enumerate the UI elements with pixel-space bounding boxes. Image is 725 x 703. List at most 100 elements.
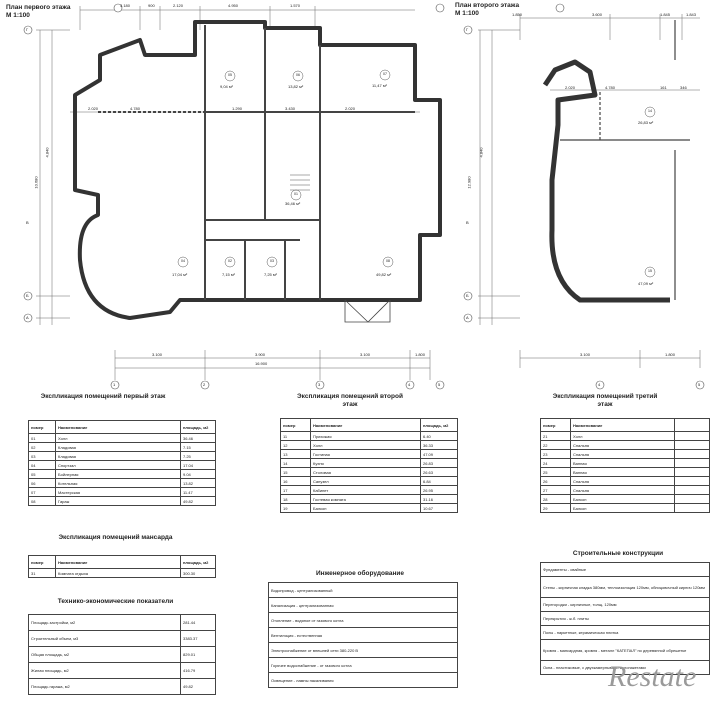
plan1-axis-3: 3 [318, 382, 321, 387]
cell: Отопление - водяное от газового котла [268, 612, 458, 628]
cell: Гостиная [310, 449, 421, 459]
cell: Полы - паркетные, керамическая плитка [540, 625, 710, 640]
room-06-area: 13,82 м² [288, 84, 304, 89]
cell: 22 [540, 440, 571, 450]
plan1-dim-top-2: 900 [148, 3, 155, 8]
cell: Кабинет [310, 485, 421, 495]
room-07-num: 07 [383, 72, 387, 76]
cell: 01 [28, 433, 56, 443]
cell: 31.16 [420, 494, 458, 504]
table-floor2-title: Экспликация помещений второй этаж [297, 393, 403, 408]
table-eng: Водопровод - централизованный Канализаци… [268, 582, 458, 688]
cell [674, 449, 710, 459]
cell: 18 [280, 494, 311, 504]
cell: 416.79 [180, 662, 216, 679]
plan1-dim-left-2: 10.680 [33, 176, 39, 189]
cell: Балкон [310, 503, 421, 513]
plan2-dim-top-2: 3.600 [592, 12, 603, 17]
cell: Котельная [55, 478, 181, 488]
cell: 23 [540, 449, 571, 459]
cell: 05 [28, 469, 56, 479]
room-04-area: 17,04 м² [172, 272, 188, 277]
cell: Электроснабжение от внешней сети 380-220… [268, 642, 458, 658]
plan2-dim-bottom-2: 1.800 [665, 352, 676, 357]
cell [674, 440, 710, 450]
plan2-axis-g: Г [466, 27, 469, 32]
cell [674, 431, 710, 441]
room-06-num: 06 [296, 73, 300, 77]
cell: 21 [540, 431, 571, 441]
cell: Ванная [570, 467, 675, 477]
cell: Общая площадь, м2 [28, 646, 181, 663]
cell: Балкон [570, 494, 675, 504]
room-04-num: 04 [181, 259, 185, 263]
room-03-num: 03 [270, 259, 274, 263]
plan1-dim-bottom-1: 3.100 [152, 352, 163, 357]
cell: Бойлерная [55, 469, 181, 479]
cell: 13.82 [180, 478, 216, 488]
header-cell: номер [280, 418, 311, 432]
header-cell: Наименование [55, 420, 181, 434]
table-row: Отопление - водяное от газового котла [268, 612, 458, 628]
table-row: Водопровод - централизованный [268, 582, 458, 598]
room-05-area: 9,04 м² [220, 84, 233, 89]
plan1-axis-v: В [26, 220, 29, 225]
cell: Спальня [570, 440, 675, 450]
cell: 07 [28, 487, 56, 497]
cell: 26.63 [420, 467, 458, 477]
table-row: Горячее водоснабжение - от газового котл… [268, 657, 458, 673]
cell: 9.04 [180, 469, 216, 479]
cell: 3383.37 [180, 630, 216, 647]
plan1-axis-4: 4 [408, 382, 411, 387]
plan2-dim-top-1: 1.850 [512, 12, 523, 17]
plan1-axis-b: Б [26, 293, 29, 298]
cell: 03 [28, 451, 56, 461]
cell [674, 494, 710, 504]
plan1-dim-top-5: 1.570 [290, 3, 301, 8]
cell: 7.15 [180, 442, 216, 452]
plan2-drawing [463, 3, 705, 390]
header-cell: площадь, м2 [180, 420, 216, 434]
header-cell: Наименование [310, 418, 421, 432]
plan1-title: План первого этажа М 1:100 [6, 4, 71, 20]
cell [674, 458, 710, 468]
cell: Жилая площадь, м2 [28, 662, 181, 679]
plan1-axis-2: 2 [203, 382, 206, 387]
cell: 19 [280, 503, 311, 513]
cell: Перегородки - кирпичные, толщ. 120мм [540, 597, 710, 612]
table-eng-title: Инженерное оборудование [315, 570, 405, 577]
cell: Санузел [310, 476, 421, 486]
cell: 13 [280, 449, 311, 459]
cell: 26 [540, 476, 571, 486]
cell [674, 467, 710, 477]
cell: 26.83 [420, 458, 458, 468]
header-cell: номер [28, 555, 56, 569]
plan2-axis-4: 4 [598, 382, 601, 387]
plan1-axis-5: 5 [438, 382, 441, 387]
plan1-dim-top-1: 3.180 [120, 3, 131, 8]
cell: 10.67 [420, 503, 458, 513]
cell: Освещение - лампы накаливания [268, 672, 458, 688]
plan2-dim-top-3: 1.845 [660, 12, 671, 17]
table-row: Перекрытия - ж.б. плиты [540, 611, 710, 626]
cell: Кровля - мансардная, кровля - металл "КА… [540, 639, 710, 661]
plan1-dim-inner-5: 2.020 [345, 106, 356, 111]
